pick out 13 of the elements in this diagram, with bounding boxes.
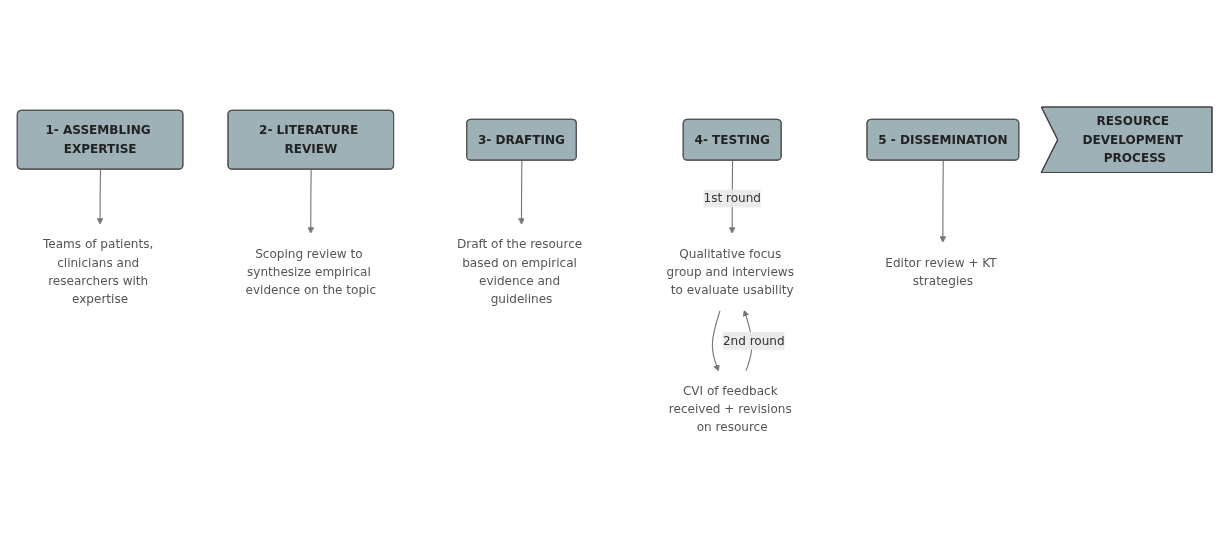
arrow [711,309,721,372]
arrow [307,168,315,234]
arrow [96,168,104,225]
node-text: Draft of the resource based on empirical evidence and guidelines [456,237,583,306]
node-text: Editor review + KT strategies [885,255,997,288]
arrow [518,159,525,225]
node-text: CVI of feedback received + revisions on resource [668,383,792,435]
node-text: Teams of patients, clinicians and researchers with expertise [43,237,154,306]
node-text: Qualitative focus group and interviews to evaluate usability [666,246,794,297]
edge-label: 1st round [703,190,761,206]
node-text: Scoping review to synthesize empirical evidence on the topic [245,246,377,297]
edge-label: 2nd round [722,333,785,348]
arrow [939,159,947,243]
